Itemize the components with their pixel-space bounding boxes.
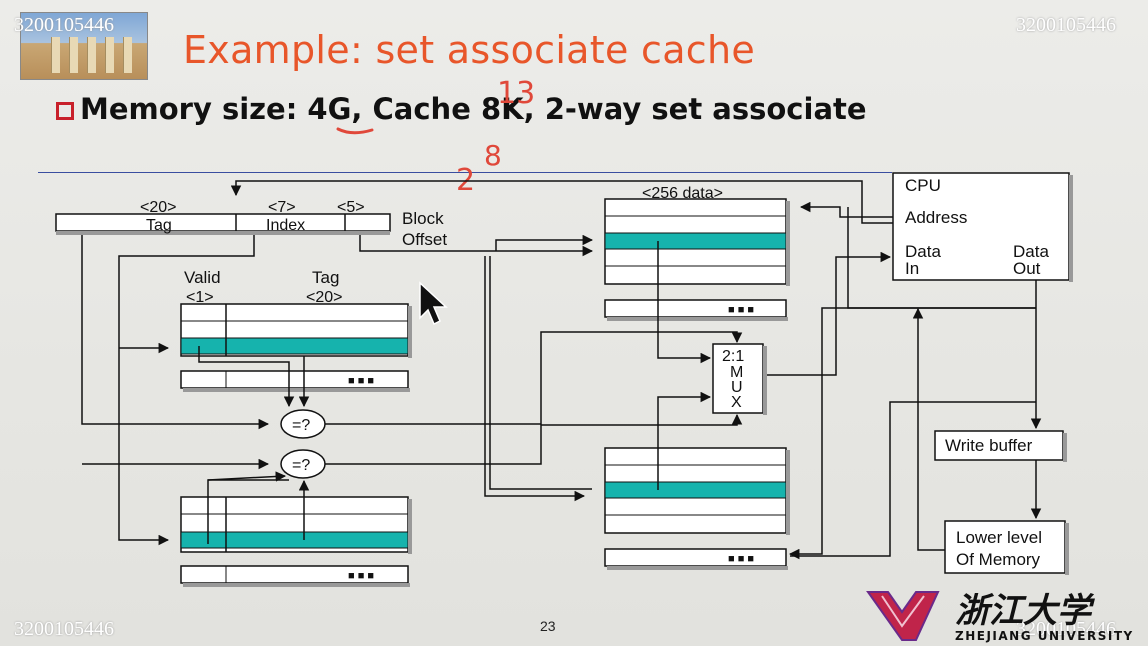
data-array-way1: ■ ■ ■ [604, 447, 790, 570]
svg-text:M: M [730, 364, 743, 381]
tag-label: Tag [146, 217, 172, 234]
watermark-bottom-left: 3200105446 [14, 618, 114, 640]
svg-text:X: X [731, 394, 742, 411]
bullet-box-icon [56, 102, 74, 120]
logo-chinese: 浙江大学 [955, 591, 1095, 631]
index-label: Index [266, 217, 305, 234]
comparator-way0: =? [280, 409, 326, 439]
watermark-top-left: 3200105446 [14, 14, 114, 36]
svg-text:=?: =? [292, 417, 310, 434]
watermark-bottom-right: 3200105446 [1016, 618, 1116, 640]
block-label: Block [402, 209, 444, 228]
slide-title: Example: set associate cache [183, 28, 756, 72]
lower-level-memory: Lower level Of Memory [944, 520, 1069, 575]
tag-array-label: Tag [312, 268, 339, 287]
watermark-top-right: 3200105446 [1016, 14, 1116, 36]
tag-bits: <20> [140, 199, 176, 216]
valid-bits: <1> [186, 289, 214, 306]
svg-text:Data: Data [905, 242, 941, 261]
logo-english: ZHEJIANG UNIVERSITY [955, 629, 1134, 643]
svg-text:In: In [905, 259, 919, 278]
logo-emblem-icon [866, 591, 940, 641]
valid-label: Valid [184, 268, 221, 287]
svg-text:CPU: CPU [905, 176, 941, 195]
cpu-block: CPU Address Data In Data Out [892, 172, 1073, 282]
annot-13: 13 [497, 76, 535, 111]
svg-text:Of Memory: Of Memory [956, 550, 1041, 569]
dots-tag0: ■ ■ ■ [348, 375, 374, 387]
svg-text:=?: =? [292, 457, 310, 474]
mouse-cursor-icon [419, 281, 448, 326]
tag-array-way0: ■ ■ ■ [180, 303, 412, 392]
data-array-way0: ■ ■ ■ [604, 198, 790, 321]
dots-tag1: ■ ■ ■ [348, 570, 374, 582]
svg-text:Data: Data [1013, 242, 1049, 261]
write-buffer: Write buffer [934, 430, 1067, 462]
wires [81, 180, 1042, 560]
svg-text:U: U [731, 379, 743, 396]
svg-text:Write buffer: Write buffer [945, 436, 1033, 455]
underline-4g [336, 127, 374, 135]
page-number: 23 [540, 618, 556, 634]
parthenon-photo [20, 12, 148, 80]
svg-text:Lower level: Lower level [956, 528, 1042, 547]
data-array-label: <256 data> [642, 185, 723, 202]
svg-text:2:1: 2:1 [722, 348, 744, 365]
handwritten-annotations: 13 2 8 [336, 76, 535, 198]
bullet-point: Memory size: 4G, Cache 8K, 2-way set ass… [56, 92, 867, 126]
tag-array-bits: <20> [306, 289, 342, 306]
annot-8: 8 [484, 139, 502, 172]
offset-bits: <5> [337, 199, 365, 216]
offset-label: Offset [402, 230, 447, 249]
address-register: <20> Tag <7> Index <5> Block Offset [55, 199, 447, 249]
dots-data0: ■ ■ ■ [728, 304, 754, 316]
title-divider [38, 172, 892, 173]
svg-text:Address: Address [905, 208, 967, 227]
tag-array-way1: ■ ■ ■ [180, 496, 412, 587]
mux-2to1: 2:1 M U X [712, 343, 767, 415]
zhejiang-university-logo: 浙江大学 ZHEJIANG UNIVERSITY [866, 591, 1134, 643]
dots-data1: ■ ■ ■ [728, 553, 754, 565]
comparator-way1: =? [280, 449, 326, 479]
index-bits: <7> [268, 199, 296, 216]
svg-text:Out: Out [1013, 259, 1041, 278]
bullet-text: Memory size: 4G, Cache 8K, 2-way set ass… [80, 92, 867, 126]
